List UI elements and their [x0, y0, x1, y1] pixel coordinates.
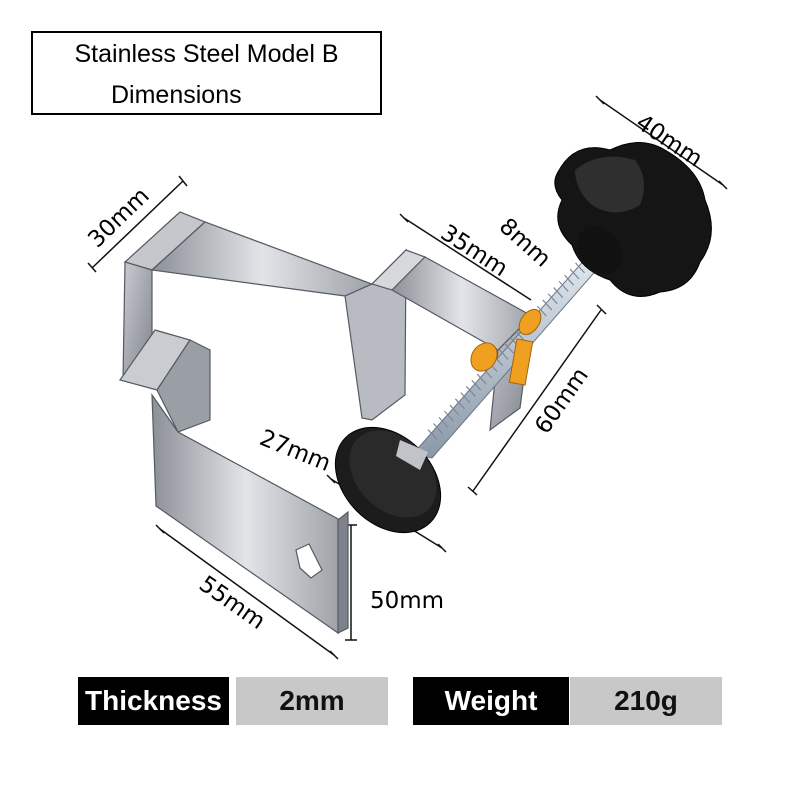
- star-knob: [554, 142, 712, 297]
- title-line-2: Dimensions: [111, 81, 242, 109]
- steel-bracket: [119, 211, 533, 635]
- weight-label: Weight: [413, 677, 569, 725]
- thickness-label: Thickness: [78, 677, 229, 725]
- rubber-foot-pad: [334, 426, 442, 534]
- title-line-1: Stainless Steel Model B: [74, 40, 339, 68]
- washer-nuts: [470, 308, 542, 386]
- dim-label-50mm: 50mm: [370, 588, 445, 614]
- thickness-value: 2mm: [236, 677, 388, 725]
- title-box: Stainless Steel Model B Dimensions: [31, 31, 382, 115]
- weight-value: 210g: [570, 677, 722, 725]
